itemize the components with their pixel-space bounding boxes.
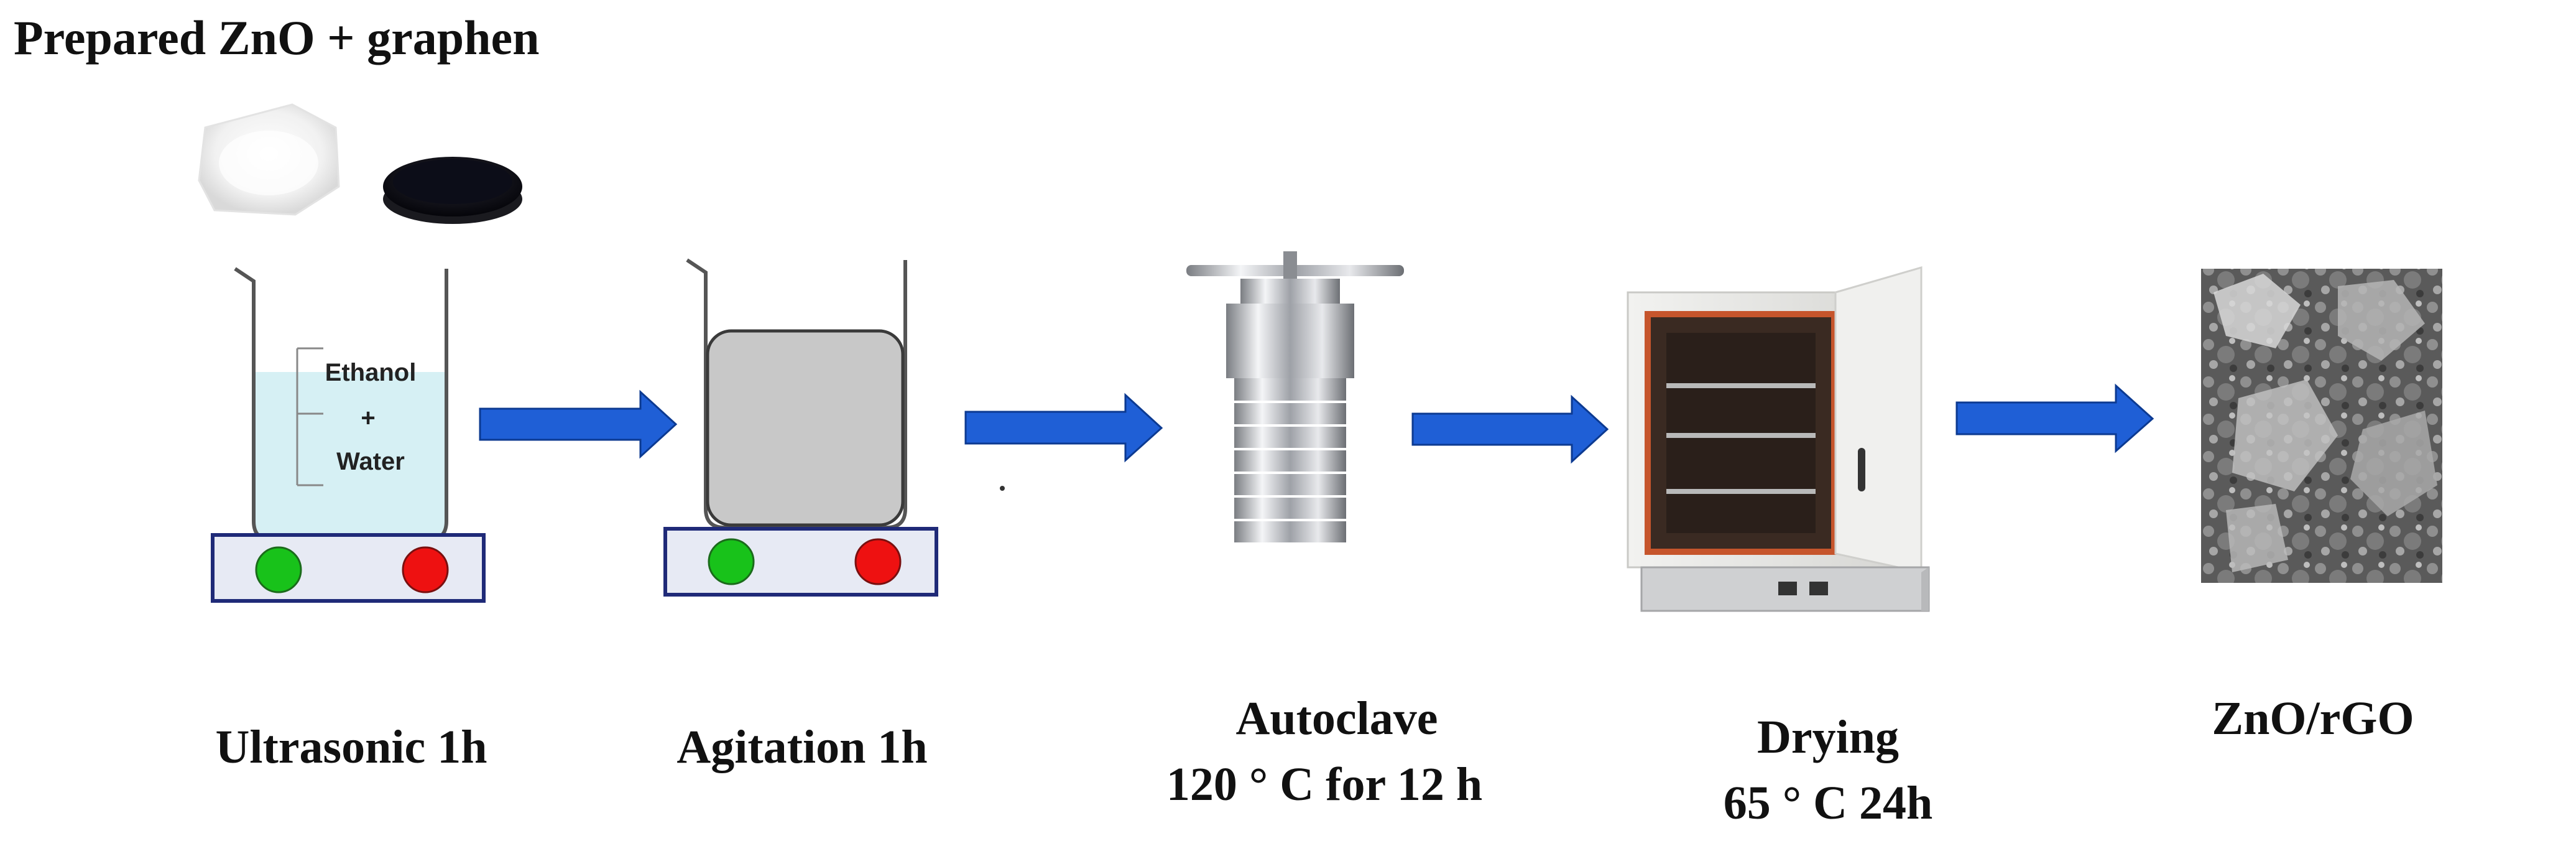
diagram-title: Prepared ZnO + graphen: [14, 11, 540, 65]
step-5-label: ZnO/rGO: [2212, 692, 2414, 745]
beaker-text-ethanol: Ethanol: [325, 359, 417, 386]
step-1-label: Ultrasonic 1h: [215, 721, 487, 773]
step-4-label-conditions: 65 ° C 24h: [1723, 777, 1933, 829]
step-3-label-name: Autoclave: [1235, 692, 1438, 745]
magnetic-stirrer-icon: [211, 533, 486, 603]
step-4-label-name: Drying: [1757, 711, 1899, 763]
step-3-label-conditions: 120 ° C for 12 h: [1166, 758, 1483, 811]
beaker-text-water: Water: [336, 448, 405, 475]
flow-arrow-icon: [964, 393, 1163, 463]
beaker-text-plus: +: [361, 404, 375, 432]
beaker-icon: [234, 267, 448, 542]
sem-image-icon: [2201, 269, 2442, 583]
magnetic-stirrer-icon: [663, 527, 938, 597]
flow-arrow-icon: [1411, 394, 1609, 464]
flow-arrow-icon: [479, 389, 678, 459]
stray-dot: [1000, 486, 1005, 491]
drying-oven-icon: [1627, 266, 1930, 612]
autoclave-icon: [1186, 251, 1404, 542]
flow-arrow-icon: [1955, 383, 2154, 453]
zno-powder-icon: [198, 103, 340, 216]
graphene-powder-icon: [383, 157, 522, 224]
step-2-label: Agitation 1h: [676, 721, 928, 773]
beaker-gray-icon: [686, 258, 907, 529]
